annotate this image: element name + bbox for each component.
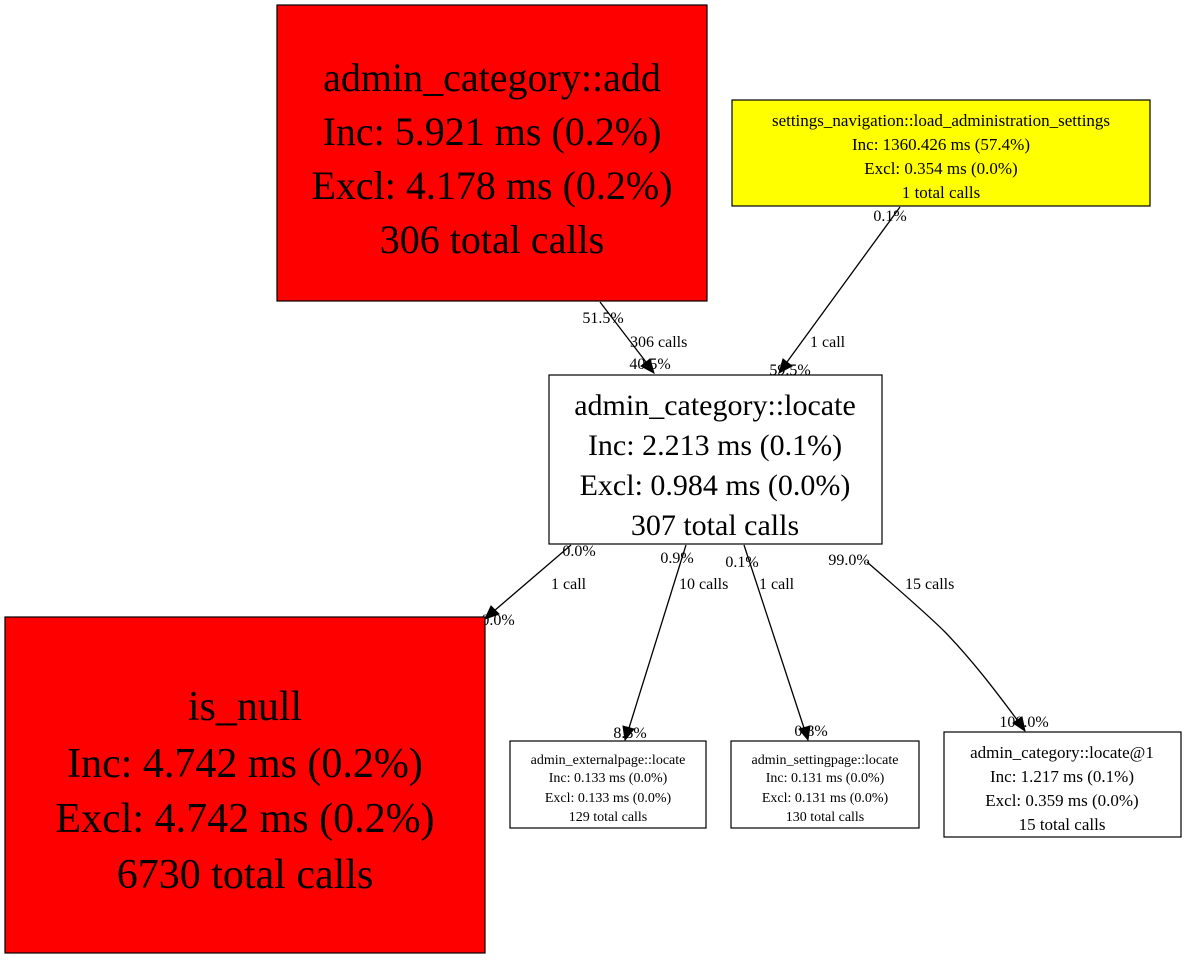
edge-add-to-locate[interactable]: 51.5% 306 calls 40.5% bbox=[582, 301, 687, 375]
node-inclusive-time: Inc: 4.742 ms (0.2%) bbox=[67, 741, 423, 787]
node-is-null[interactable]: is_null Inc: 4.742 ms (0.2%) Excl: 4.742… bbox=[4, 616, 486, 954]
node-box bbox=[4, 616, 486, 954]
node-inclusive-time: Inc: 1360.426 ms (57.4%) bbox=[852, 135, 1030, 154]
node-admin-category-add[interactable]: admin_category::add Inc: 5.921 ms (0.2%)… bbox=[276, 4, 708, 302]
edge-call-count: 306 calls bbox=[630, 334, 687, 351]
arrowhead-icon bbox=[484, 605, 500, 620]
arrowhead-icon bbox=[640, 358, 655, 375]
edge-head-percent: 0.0% bbox=[481, 612, 514, 629]
edge-call-count: 10 calls bbox=[679, 576, 728, 593]
node-exclusive-time: Excl: 0.359 ms (0.0%) bbox=[985, 791, 1138, 810]
edge-line bbox=[866, 561, 1019, 722]
node-total-calls: 1 total calls bbox=[902, 183, 980, 202]
edge-locate-to-is-null[interactable]: 0.0% 1 call 0.0% bbox=[481, 543, 595, 629]
arrowhead-icon bbox=[622, 725, 635, 742]
node-function-name: settings_navigation::load_administration… bbox=[772, 111, 1110, 130]
node-exclusive-time: Excl: 0.131 ms (0.0%) bbox=[762, 791, 889, 806]
edge-call-count: 1 call bbox=[759, 576, 795, 593]
edge-line bbox=[628, 544, 687, 729]
edge-tail-percent: 0.9% bbox=[660, 550, 693, 567]
node-exclusive-time: Excl: 0.984 ms (0.0%) bbox=[580, 469, 851, 502]
arrowhead-icon bbox=[1012, 716, 1026, 733]
edge-call-count: 15 calls bbox=[905, 576, 954, 593]
node-inclusive-time: Inc: 2.213 ms (0.1%) bbox=[588, 429, 842, 462]
node-exclusive-time: Excl: 4.178 ms (0.2%) bbox=[311, 163, 672, 208]
edge-call-count: 1 call bbox=[551, 576, 587, 593]
node-box bbox=[731, 99, 1151, 207]
node-total-calls: 307 total calls bbox=[631, 509, 799, 542]
node-settings-navigation[interactable]: settings_navigation::load_administration… bbox=[731, 99, 1151, 207]
edge-settings-to-locate[interactable]: 0.1% 1 call 59.5% bbox=[769, 206, 907, 379]
node-box bbox=[509, 740, 707, 829]
edge-line bbox=[493, 544, 572, 612]
node-total-calls: 15 total calls bbox=[1019, 815, 1106, 834]
node-total-calls: 130 total calls bbox=[786, 810, 865, 825]
node-inclusive-time: Inc: 0.133 ms (0.0%) bbox=[549, 771, 668, 786]
arrowhead-icon bbox=[778, 358, 793, 375]
node-box bbox=[730, 740, 920, 829]
node-function-name: admin_settingpage::locate bbox=[752, 753, 899, 768]
edge-line bbox=[743, 544, 805, 729]
edge-line bbox=[599, 301, 647, 363]
edge-tail-percent: 0.1% bbox=[725, 554, 758, 571]
edge-call-count: 1 call bbox=[810, 334, 846, 351]
node-function-name: admin_category::locate bbox=[574, 389, 856, 422]
edge-head-percent: 40.5% bbox=[629, 356, 670, 373]
edge-head-percent: 0.8% bbox=[794, 723, 827, 740]
edge-locate-to-locate-1[interactable]: 99.0% 15 calls 100.0% bbox=[828, 552, 1049, 733]
edge-tail-percent: 99.0% bbox=[828, 552, 869, 569]
node-function-name: admin_externalpage::locate bbox=[531, 753, 686, 768]
node-function-name: is_null bbox=[188, 684, 302, 730]
node-inclusive-time: Inc: 5.921 ms (0.2%) bbox=[323, 109, 662, 154]
node-function-name: admin_category::locate@1 bbox=[970, 743, 1154, 762]
node-exclusive-time: Excl: 0.133 ms (0.0%) bbox=[545, 791, 672, 806]
node-box bbox=[943, 731, 1182, 838]
edge-line bbox=[786, 206, 901, 363]
edge-head-percent: 100.0% bbox=[999, 714, 1048, 731]
edge-tail-percent: 0.1% bbox=[873, 208, 906, 225]
node-admin-category-locate[interactable]: admin_category::locate Inc: 2.213 ms (0.… bbox=[548, 374, 883, 545]
arrowhead-icon bbox=[798, 725, 811, 742]
node-exclusive-time: Excl: 0.354 ms (0.0%) bbox=[864, 159, 1017, 178]
node-total-calls: 6730 total calls bbox=[117, 852, 374, 898]
node-inclusive-time: Inc: 1.217 ms (0.1%) bbox=[990, 767, 1134, 786]
node-admin-settingpage-locate[interactable]: admin_settingpage::locate Inc: 0.131 ms … bbox=[730, 740, 920, 829]
node-admin-category-locate-1[interactable]: admin_category::locate@1 Inc: 1.217 ms (… bbox=[943, 731, 1182, 838]
node-total-calls: 129 total calls bbox=[569, 810, 648, 825]
node-function-name: admin_category::add bbox=[323, 55, 661, 100]
edge-locate-to-settingpage[interactable]: 0.1% 1 call 0.8% bbox=[725, 544, 828, 742]
node-exclusive-time: Excl: 4.742 ms (0.2%) bbox=[55, 796, 434, 842]
node-total-calls: 306 total calls bbox=[380, 217, 604, 262]
node-admin-externalpage-locate[interactable]: admin_externalpage::locate Inc: 0.133 ms… bbox=[509, 740, 707, 829]
node-inclusive-time: Inc: 0.131 ms (0.0%) bbox=[766, 771, 885, 786]
node-box bbox=[276, 4, 708, 302]
edge-tail-percent: 0.0% bbox=[562, 543, 595, 560]
edge-locate-to-externalpage[interactable]: 0.9% 10 calls 8.3% bbox=[613, 544, 728, 742]
edge-tail-percent: 51.5% bbox=[582, 310, 623, 327]
edge-head-percent: 8.3% bbox=[613, 725, 646, 742]
node-box bbox=[548, 374, 883, 545]
